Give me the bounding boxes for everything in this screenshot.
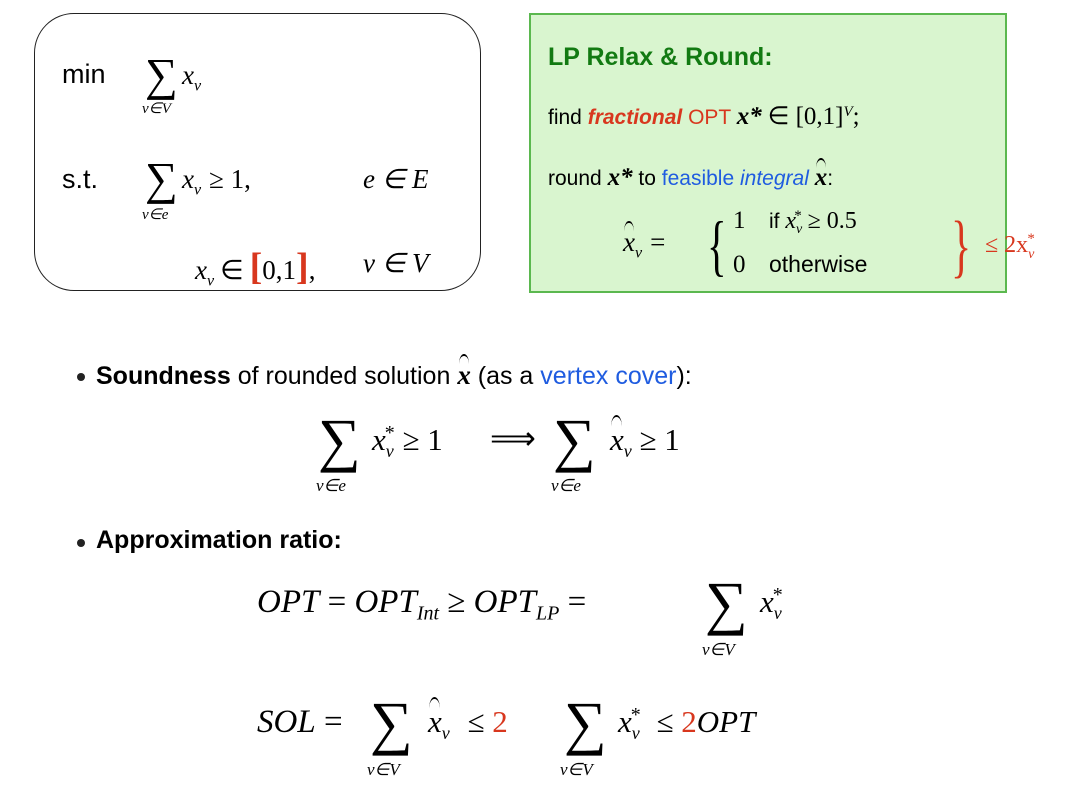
right-curly-brace: } bbox=[951, 208, 972, 285]
soundness-rhs: xv ≥ 1 bbox=[610, 415, 680, 462]
constraint-cover: xv≥ 1, bbox=[182, 164, 251, 199]
constraint-domain-vertices: v ∈ V bbox=[363, 248, 429, 278]
sum-index: v∈e bbox=[551, 476, 581, 495]
approx-line-2-lhs: SOL = bbox=[257, 704, 343, 740]
sum-index: v∈V bbox=[702, 640, 735, 659]
case-one-value: 1 bbox=[733, 207, 746, 234]
sum-index: v∈V bbox=[560, 760, 593, 779]
lp-relax-round-box bbox=[529, 13, 1007, 293]
constraint-range: xv∈[0,1], bbox=[195, 246, 316, 290]
sum-symbol: ∑ bbox=[145, 153, 178, 204]
sum-symbol: ∑ bbox=[705, 570, 748, 636]
constraint-domain-edges: e ∈ E bbox=[363, 164, 429, 194]
rounding-lhs: xv= bbox=[623, 221, 666, 262]
soundness-lhs: xv* ≥ 1 bbox=[372, 421, 443, 462]
sum-symbol: ∑ bbox=[318, 407, 361, 473]
lp-formulation-box bbox=[34, 13, 481, 291]
approx-line-2-mid: xv ≤ 2 bbox=[428, 697, 508, 744]
sum-symbol: ∑ bbox=[370, 690, 413, 756]
bullet-soundness bbox=[77, 373, 85, 381]
implies-arrow: ⟹ bbox=[490, 420, 536, 456]
find-line: find fractional OPT x* ∈ [0,1]V; bbox=[548, 103, 860, 130]
case-zero-value: 0 bbox=[733, 251, 746, 278]
approx-line-2-rhs: xv* ≤ 2OPT bbox=[618, 703, 756, 744]
approx-heading: Approximation ratio: bbox=[96, 526, 342, 554]
sum-index: v∈e bbox=[316, 476, 346, 495]
round-line: round x* to feasible integral x: bbox=[548, 158, 834, 191]
objective-variable: xv bbox=[182, 60, 202, 95]
case-zero-condition: otherwise bbox=[769, 251, 868, 277]
relax-round-title: LP Relax & Round: bbox=[548, 43, 773, 71]
min-label: min bbox=[62, 59, 106, 89]
case-one-condition: if xv* ≥ 0.5 bbox=[769, 208, 857, 238]
st-label: s.t. bbox=[62, 164, 99, 194]
left-curly-brace: { bbox=[707, 207, 727, 283]
sum-index: v∈e bbox=[142, 207, 169, 223]
soundness-heading: Soundness of rounded solution x (as a ve… bbox=[96, 354, 692, 390]
sum-symbol: ∑ bbox=[145, 49, 178, 100]
approx-line-1-term: xv* bbox=[760, 583, 783, 624]
rounding-bound: ≤ 2xv* bbox=[985, 231, 1035, 262]
sum-symbol: ∑ bbox=[564, 690, 607, 756]
sum-index: v∈V bbox=[142, 101, 171, 117]
sum-symbol: ∑ bbox=[553, 407, 596, 473]
bullet-approx bbox=[77, 539, 85, 547]
sum-index: v∈V bbox=[367, 760, 400, 779]
approx-line-1: OPT = OPTInt ≥ OPTLP = bbox=[257, 584, 587, 625]
